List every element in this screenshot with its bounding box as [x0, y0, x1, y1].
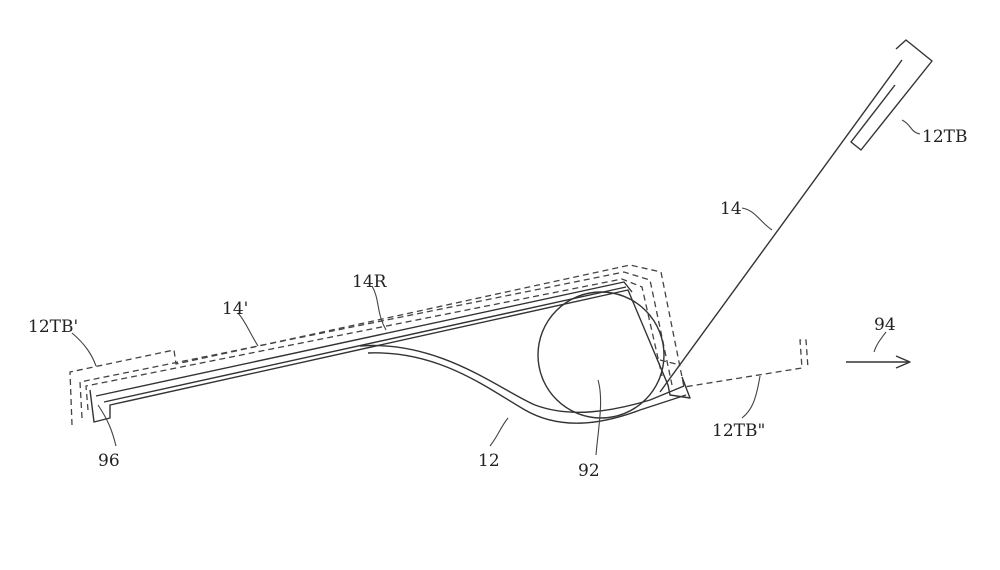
leader-94 — [873, 331, 887, 353]
label-94: 94 — [874, 315, 896, 335]
leader-14r — [371, 285, 387, 331]
panel-frame-inner — [95, 281, 633, 397]
housing-12tb — [850, 39, 933, 151]
leader-12tb — [901, 119, 921, 135]
label-14-prime: 14' — [222, 299, 248, 319]
housing-12tb-prime-inner — [79, 271, 673, 419]
display-layer-14-prime — [85, 278, 663, 411]
direction-arrow-94 — [846, 355, 911, 369]
label-14: 14 — [720, 199, 742, 219]
leader-12 — [489, 417, 509, 447]
display-14-extended — [659, 59, 903, 393]
panel-top-rail — [103, 286, 627, 403]
label-12tb-prime: 12TB' — [28, 317, 78, 337]
label-14r: 14R — [352, 272, 388, 292]
leader-12tbp — [71, 332, 97, 367]
flexible-display-12-back — [359, 344, 685, 413]
roller-92 — [537, 291, 665, 419]
label-12tb-double-prime: 12TB" — [712, 421, 765, 441]
flexible-display-12 — [367, 352, 687, 424]
leader-12tbpp — [741, 375, 761, 419]
label-96: 96 — [98, 451, 120, 471]
panel-frame-outer — [89, 289, 691, 423]
label-12tb: 12TB — [922, 127, 967, 147]
housing-12tb-double-prime — [659, 359, 677, 365]
leader-96 — [97, 404, 117, 447]
label-92: 92 — [578, 461, 600, 481]
housing-12tb-prime-outer — [69, 264, 809, 426]
leader-14p — [237, 312, 259, 347]
leader-92 — [595, 379, 602, 456]
label-12: 12 — [478, 451, 500, 471]
leader-14 — [741, 207, 773, 231]
